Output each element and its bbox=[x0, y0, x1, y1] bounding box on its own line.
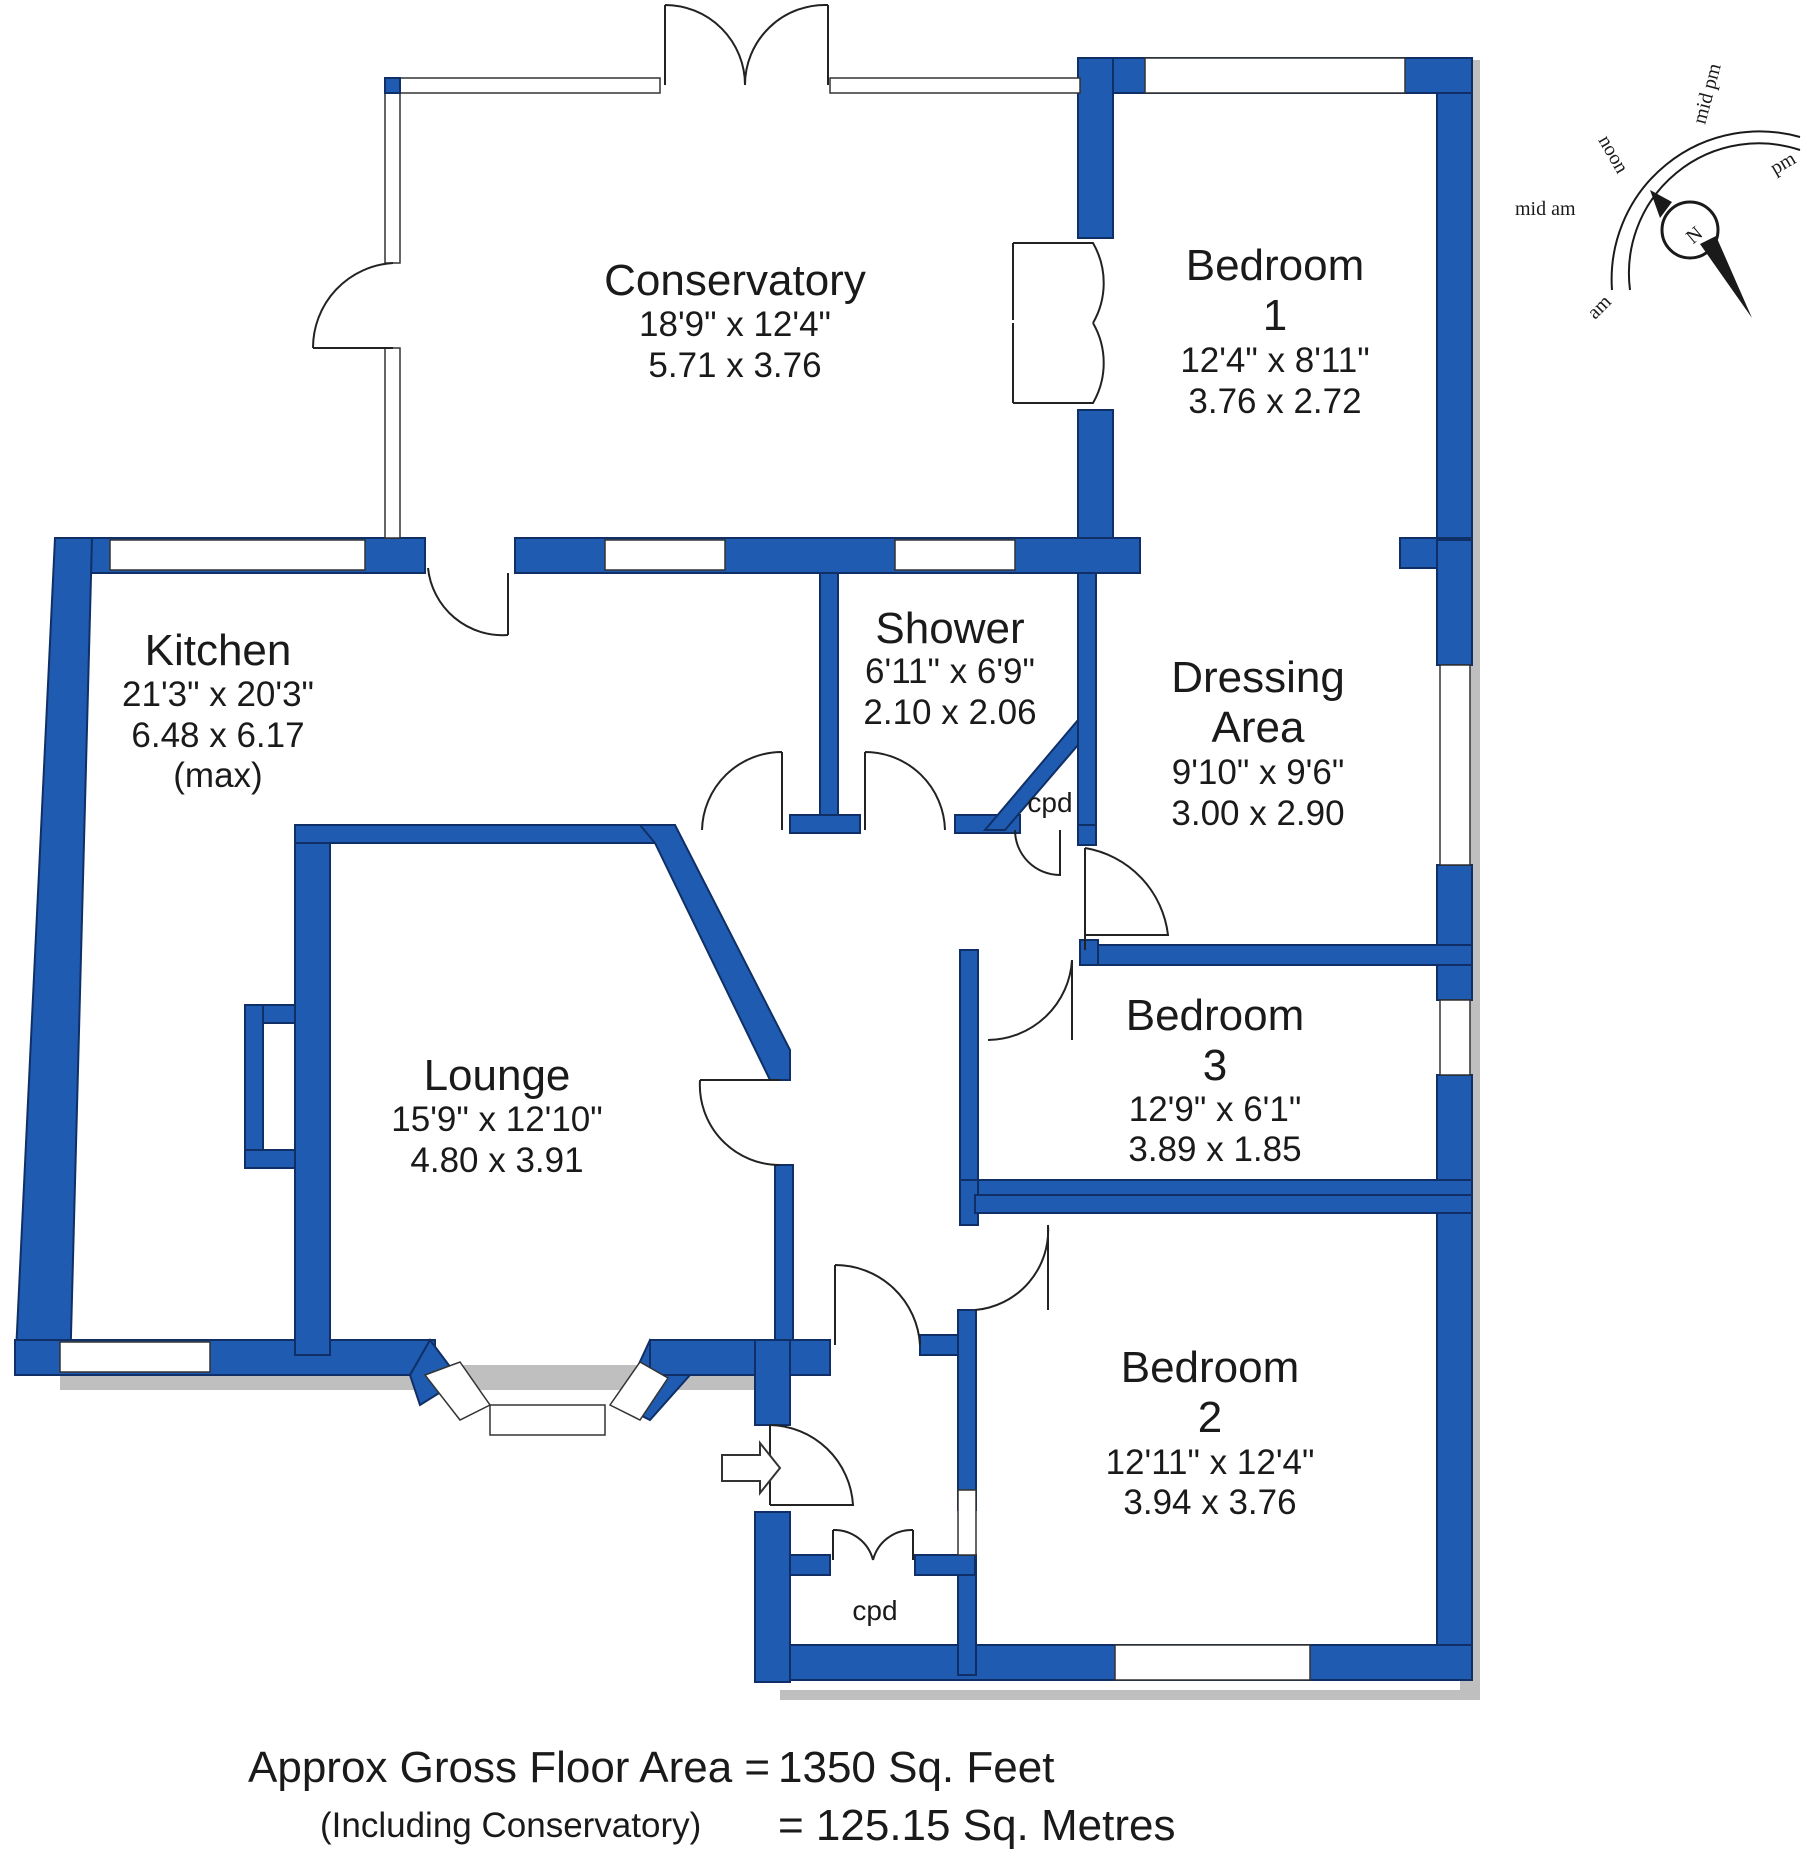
room-dim-metric: 4.80 x 3.91 bbox=[410, 1141, 583, 1180]
window-dressing bbox=[1439, 664, 1471, 866]
area-line2-label: (Including Conservatory) bbox=[320, 1806, 701, 1845]
area-line1-label: Approx Gross Floor Area = bbox=[248, 1743, 770, 1792]
room-lounge-label: Lounge 15'9" x 12'10" 4.80 x 3.91 bbox=[391, 1051, 602, 1180]
compass-mid-am: mid am bbox=[1515, 198, 1576, 220]
door-cpd-hall-right bbox=[872, 1528, 914, 1561]
room-dim-metric: 2.10 x 2.06 bbox=[863, 693, 1036, 732]
cpd-shower-label: cpd bbox=[1027, 787, 1072, 818]
window-kitchen-top bbox=[109, 539, 366, 571]
walls bbox=[13, 57, 1473, 1683]
room-dim-imperial: 6'11" x 6'9" bbox=[865, 652, 1035, 691]
window-conservatory-left-lower bbox=[384, 347, 401, 539]
door-dressing bbox=[1084, 847, 1170, 950]
room-name: Bedroom bbox=[1121, 1343, 1300, 1392]
room-bedroom1-label: Bedroom 1 12'4" x 8'11" 3.76 x 2.72 bbox=[1180, 241, 1369, 421]
room-dim-imperial: 12'11" x 12'4" bbox=[1106, 1443, 1315, 1482]
room-number: 1 bbox=[1263, 291, 1287, 340]
door-bedroom1-french-lower bbox=[1012, 322, 1105, 404]
room-dim-metric: 3.00 x 2.90 bbox=[1171, 794, 1344, 833]
room-conservatory-label: Conservatory 18'9" x 12'4" 5.71 x 3.76 bbox=[604, 256, 866, 385]
door-conservatory-french-right bbox=[744, 3, 829, 86]
door-cpd-hall-left bbox=[832, 1528, 874, 1561]
compass: N noon mid pm pm mid am am bbox=[1515, 61, 1801, 324]
door-conservatory-side bbox=[311, 262, 394, 349]
room-dim-imperial: 12'4" x 8'11" bbox=[1180, 341, 1369, 380]
room-dim-imperial: 21'3" x 20'3" bbox=[122, 675, 314, 714]
door-kitchen-conservatory bbox=[427, 567, 509, 637]
compass-noon: noon bbox=[1594, 132, 1633, 178]
compass-pm: pm bbox=[1767, 147, 1801, 179]
door-shower bbox=[864, 751, 946, 831]
room-dressing-label: Dressing Area 9'10" x 9'6" 3.00 x 2.90 bbox=[1171, 653, 1345, 833]
floor-area-summary: Approx Gross Floor Area = 1350 Sq. Feet … bbox=[248, 1743, 1175, 1850]
compass-mid-pm: mid pm bbox=[1689, 61, 1726, 127]
window-lounge-bay-left bbox=[423, 1361, 492, 1421]
door-lounge bbox=[698, 1079, 781, 1167]
area-line2-value: = 125.15 Sq. Metres bbox=[778, 1801, 1175, 1850]
door-hall bbox=[834, 1263, 921, 1346]
area-line1-value: 1350 Sq. Feet bbox=[778, 1743, 1054, 1792]
cpd-hall-label: cpd bbox=[852, 1595, 897, 1626]
window-bedroom3 bbox=[1439, 999, 1471, 1076]
room-dim-metric: 3.94 x 3.76 bbox=[1123, 1483, 1296, 1522]
room-bedroom3-label: Bedroom 3 12'9" x 6'1" 3.89 x 1.85 bbox=[1126, 991, 1305, 1169]
door-bedroom3 bbox=[987, 959, 1073, 1041]
door-bedroom2 bbox=[974, 1224, 1050, 1311]
room-name: Kitchen bbox=[145, 626, 292, 675]
window-conservatory-top-left bbox=[384, 77, 661, 94]
window-conservatory-left-upper bbox=[384, 77, 401, 264]
doors bbox=[311, 3, 1170, 1561]
room-dim-metric: 5.71 x 3.76 bbox=[648, 346, 821, 385]
door-front bbox=[769, 1424, 855, 1506]
compass-rose-icon: N bbox=[1650, 190, 1752, 318]
room-dim-imperial: 9'10" x 9'6" bbox=[1172, 753, 1345, 792]
room-shower-label: Shower 6'11" x 6'9" 2.10 x 2.06 bbox=[863, 604, 1036, 732]
room-name: Bedroom bbox=[1126, 991, 1305, 1040]
door-cpd-shower bbox=[1014, 829, 1061, 877]
room-name: Conservatory bbox=[604, 256, 866, 305]
room-dim-metric: 3.89 x 1.85 bbox=[1128, 1130, 1301, 1169]
room-dim-imperial: 15'9" x 12'10" bbox=[391, 1100, 602, 1139]
window-bedroom2 bbox=[1114, 1644, 1311, 1681]
room-name: Shower bbox=[875, 604, 1024, 653]
window-hall bbox=[957, 1489, 977, 1556]
room-dim-imperial: 18'9" x 12'4" bbox=[639, 305, 831, 344]
window-kitchen-bottom bbox=[59, 1341, 211, 1373]
door-bedroom1-french-upper bbox=[1012, 242, 1105, 324]
room-name: Lounge bbox=[424, 1051, 571, 1100]
door-conservatory-french-left bbox=[664, 4, 746, 86]
room-name-line2: Area bbox=[1212, 703, 1305, 752]
room-bedroom2-label: Bedroom 2 12'11" x 12'4" 3.94 x 3.76 bbox=[1106, 1343, 1315, 1522]
entrance-arrow-icon bbox=[721, 1440, 782, 1496]
door-kitchen-hall bbox=[701, 751, 783, 831]
room-name: Bedroom bbox=[1186, 241, 1365, 290]
window-lounge-bay bbox=[489, 1404, 606, 1436]
room-number: 3 bbox=[1203, 1041, 1227, 1090]
compass-am: am bbox=[1583, 290, 1616, 323]
room-note: (max) bbox=[173, 756, 262, 795]
window-shower-1 bbox=[604, 539, 726, 571]
window-bedroom1 bbox=[1144, 57, 1406, 94]
room-dim-metric: 3.76 x 2.72 bbox=[1188, 382, 1361, 421]
windows bbox=[59, 57, 1471, 1681]
window-shower-2 bbox=[894, 539, 1016, 571]
window-conservatory-top-right bbox=[829, 77, 1081, 94]
room-kitchen-label: Kitchen 21'3" x 20'3" 6.48 x 6.17 (max) bbox=[122, 626, 314, 795]
window-lounge-bay-right bbox=[608, 1361, 670, 1421]
room-dim-metric: 6.48 x 6.17 bbox=[131, 716, 304, 755]
room-name: Dressing bbox=[1171, 653, 1345, 702]
room-dim-imperial: 12'9" x 6'1" bbox=[1129, 1090, 1302, 1129]
room-number: 2 bbox=[1198, 1393, 1222, 1442]
